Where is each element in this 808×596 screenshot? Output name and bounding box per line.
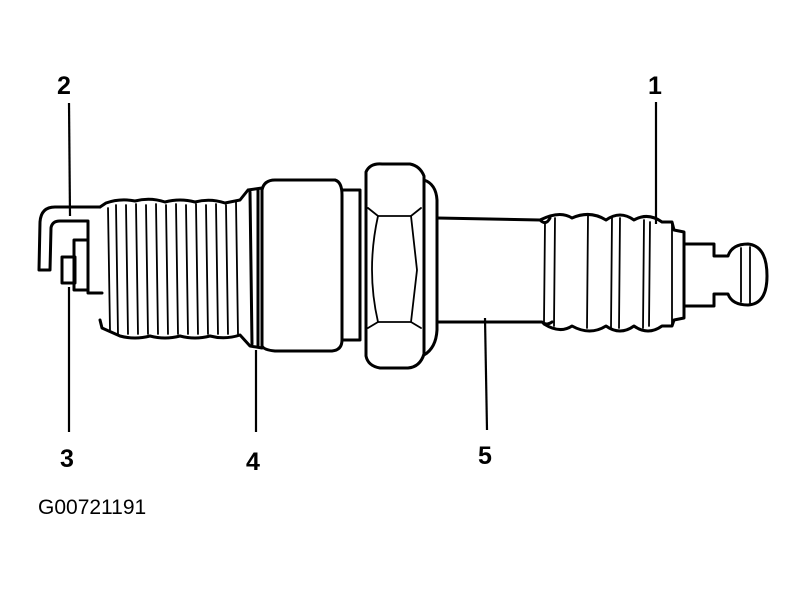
callout-1: 1 xyxy=(648,72,662,100)
figure-id-label: G00721191 xyxy=(38,496,147,519)
leader-line-5 xyxy=(483,317,489,431)
center-electrode xyxy=(60,238,90,292)
shell-shank xyxy=(435,216,554,326)
callout-5: 5 xyxy=(478,442,492,470)
threaded-section xyxy=(98,186,264,350)
callout-2: 2 xyxy=(57,72,71,100)
terminal xyxy=(682,242,769,308)
leader-line-2 xyxy=(67,102,72,217)
hex-nut xyxy=(364,162,439,370)
insulator xyxy=(538,213,686,333)
ground-electrode xyxy=(37,205,104,295)
callout-3: 3 xyxy=(60,445,74,473)
shell-body xyxy=(260,178,362,353)
callout-4: 4 xyxy=(246,448,260,476)
